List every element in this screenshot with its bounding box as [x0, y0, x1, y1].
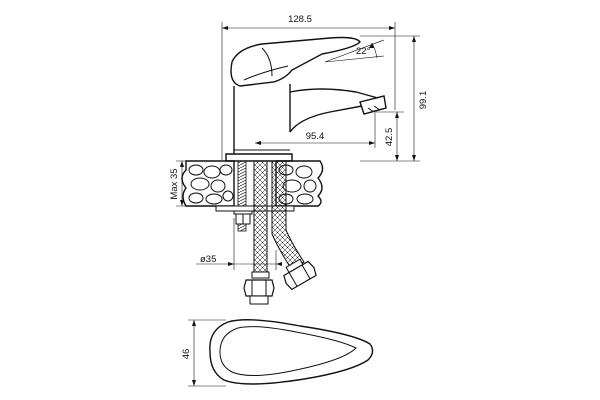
total-height-label: 99.1 [418, 91, 429, 110]
lever-top-view [209, 319, 374, 385]
mounting-stud [233, 160, 253, 232]
dimension-total-length: 128.5 [221, 14, 396, 160]
countertop-left [181, 160, 235, 207]
faucet-body [225, 36, 387, 162]
total-length-label: 128.5 [288, 14, 312, 25]
hole-diameter-label: ø35 [200, 254, 216, 265]
max-thickness-label: Max 35 [169, 168, 180, 199]
lever-angle-label: 22° [356, 46, 371, 57]
dimension-lever-width: 46 [181, 319, 226, 387]
flex-hose-right [271, 160, 305, 271]
lever-width-label: 46 [181, 349, 192, 360]
spout-reach-label: 95.4 [306, 131, 325, 142]
dimension-hole-diameter: ø35 [196, 218, 282, 270]
dimension-lever-angle: 22° [324, 39, 385, 63]
spout-height-label: 42.5 [384, 128, 395, 147]
dimension-spout-height: 42.5 [376, 111, 404, 161]
dimension-max-thickness: Max 35 [169, 160, 222, 207]
hose-fitting-left [243, 271, 275, 305]
flex-hose-left [253, 160, 268, 274]
dimension-total-height: 99.1 [360, 35, 429, 162]
dimension-spout-reach: 95.4 [255, 110, 376, 148]
hose-fitting-right [283, 258, 317, 291]
